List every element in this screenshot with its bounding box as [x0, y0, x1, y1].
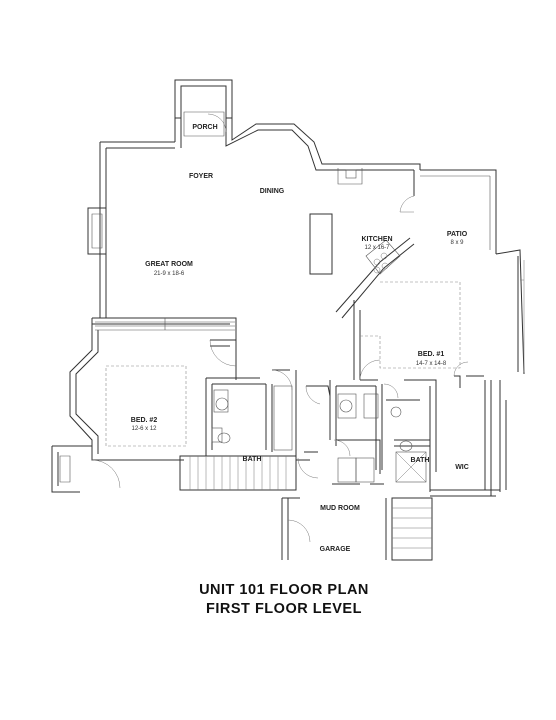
interior-walls	[95, 300, 484, 492]
wic-label: WIC	[455, 464, 469, 471]
garage-label: GARAGE	[320, 546, 351, 553]
title-line-2: FIRST FLOOR LEVEL	[206, 601, 362, 617]
patio-label: PATIO	[447, 231, 468, 238]
door-swings	[91, 113, 469, 543]
foyer-label: FOYER	[189, 173, 213, 180]
great-room-label: GREAT ROOM	[145, 261, 193, 268]
plan-title: UNIT 101 FLOOR PLAN FIRST FLOOR LEVEL	[199, 582, 369, 617]
bed-2-label: BED. #2	[131, 417, 158, 424]
great-room-dimensions: 21-9 x 18-6	[154, 271, 185, 277]
bed-1-dimensions: 14-7 x 14-8	[416, 361, 447, 367]
bath-a-label: BATH	[243, 456, 262, 463]
room-labels: PORCH FOYER DINING KITCHEN 12 x 16-7 PAT…	[131, 124, 469, 553]
exterior-walls	[51, 79, 525, 560]
bed-1-label: BED. #1	[418, 351, 445, 358]
patio-dimensions: 8 x 9	[450, 240, 464, 246]
title-line-1: UNIT 101 FLOOR PLAN	[199, 582, 369, 598]
kitchen-label: KITCHEN	[361, 236, 392, 243]
kitchen-dimensions: 12 x 16-7	[364, 245, 390, 251]
bed-2-dimensions: 12-6 x 12	[131, 426, 157, 432]
dining-label: DINING	[260, 188, 285, 195]
porch-label: PORCH	[192, 124, 217, 131]
stairs	[179, 455, 297, 491]
mud-room-label: MUD ROOM	[320, 505, 360, 512]
fixtures	[87, 168, 525, 561]
bath-b-label: BATH	[411, 457, 430, 464]
